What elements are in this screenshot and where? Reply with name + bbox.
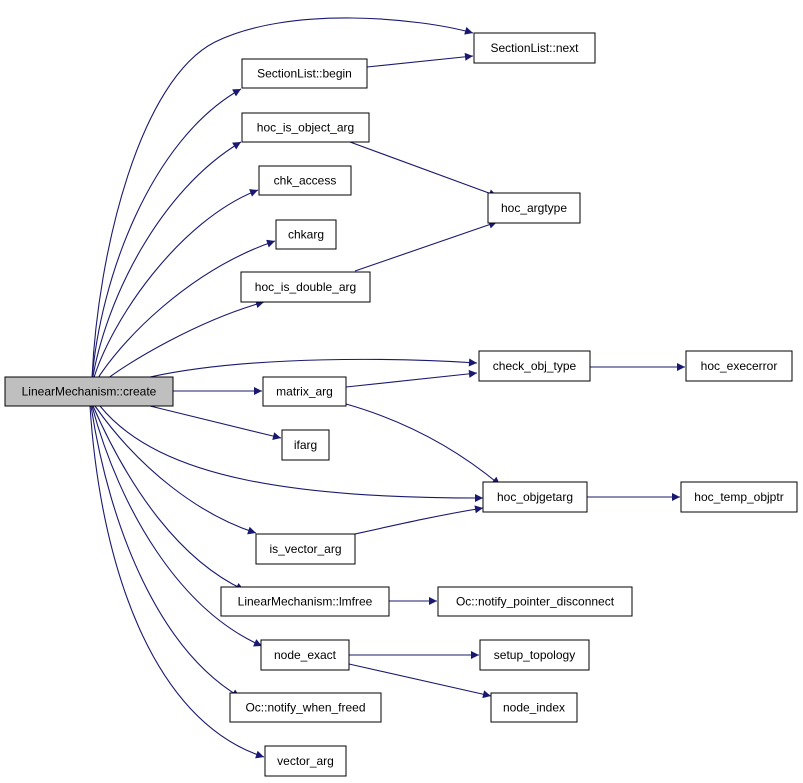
node-sectionlist-next[interactable]: SectionList::next [473,32,596,64]
node-ifarg[interactable]: ifarg [281,429,330,461]
node-label: chkarg [288,228,324,242]
edge-root-lmfree [92,405,245,591]
node-hoc-temp-objptr[interactable]: hoc_temp_objptr [680,481,798,513]
node-label: vector_arg [277,754,334,768]
node-label: hoc_temp_objptr [694,490,783,504]
node-label: hoc_objgetarg [497,490,573,504]
node-oc-notify-pointer-disconnect[interactable]: Oc::notify_pointer_disconnect [437,586,633,617]
node-hoc-execerror[interactable]: hoc_execerror [685,350,793,382]
node-label: Oc::notify_when_freed [245,701,365,715]
node-linearmechanism-create[interactable]: LinearMechanism::create [4,376,174,407]
edge-root-vector-arg [89,405,265,759]
edge-root-sectionlist-next [91,17,474,379]
node-hoc-objgetarg[interactable]: hoc_objgetarg [482,481,588,513]
node-sectionlist-begin[interactable]: SectionList::begin [241,58,368,89]
edge-double-arg-argtype [354,220,498,272]
edge-matrix-arg-check-obj-type [345,369,478,388]
node-label: LinearMechanism::lmfree [238,595,373,609]
edge-begin-next [366,52,474,68]
edge-root-is-vector-arg [94,405,257,535]
nodes: LinearMechanism::create SectionList::beg… [4,32,798,777]
node-label: node_exact [274,648,337,662]
node-label: is_vector_arg [269,542,341,556]
edge-root-chk-access [91,189,259,385]
node-hoc-is-double-arg[interactable]: hoc_is_double_arg [240,271,371,303]
node-node-index[interactable]: node_index [490,692,578,723]
node-linearmechanism-lmfree[interactable]: LinearMechanism::lmfree [220,586,390,617]
node-is-vector-arg[interactable]: is_vector_arg [255,533,356,565]
node-label: check_obj_type [493,359,577,373]
node-label: setup_topology [494,648,575,662]
edge-object-arg-argtype [349,141,498,197]
node-matrix-arg[interactable]: matrix_arg [262,376,347,407]
edge-root-chkarg [92,239,276,387]
node-vector-arg[interactable]: vector_arg [264,745,347,777]
node-chk-access[interactable]: chk_access [258,165,352,196]
edge-matrix-arg-objgetarg [345,403,501,486]
node-label: matrix_arg [276,385,333,399]
node-label: node_index [503,701,565,715]
edges [89,17,685,759]
node-label: hoc_is_object_arg [257,121,354,135]
edge-root-hoc-is-double-arg [94,300,265,389]
edge-root-hoc-is-object-arg [91,141,242,383]
node-chkarg[interactable]: chkarg [275,219,337,250]
edge-root-hoc-objgetarg [99,405,484,502]
node-label: hoc_argtype [501,201,567,215]
node-label: LinearMechanism::create [22,385,157,399]
node-check-obj-type[interactable]: check_obj_type [478,350,591,382]
edge-root-node-exact [91,405,263,647]
edge-root-check-obj-type [149,358,478,378]
node-node-exact[interactable]: node_exact [260,639,350,671]
node-hoc-argtype[interactable]: hoc_argtype [487,192,581,224]
node-hoc-is-object-arg[interactable]: hoc_is_object_arg [241,112,370,143]
node-label: Oc::notify_pointer_disconnect [456,595,615,609]
node-label: SectionList::begin [257,67,352,81]
node-label: hoc_is_double_arg [255,280,356,294]
edge-node-exact-node-index [348,663,492,699]
edge-root-ifarg [149,405,282,440]
edge-root-sectionlist-begin [91,88,242,381]
edge-root-oc-notify-when-freed [90,405,241,698]
node-label: ifarg [294,438,317,452]
node-label: chk_access [274,174,337,188]
node-setup-topology[interactable]: setup_topology [479,639,590,671]
node-label: SectionList::next [490,41,579,55]
node-label: hoc_execerror [701,359,778,373]
edge-is-vector-arg-objgetarg [354,505,484,535]
node-oc-notify-when-freed[interactable]: Oc::notify_when_freed [229,692,382,723]
